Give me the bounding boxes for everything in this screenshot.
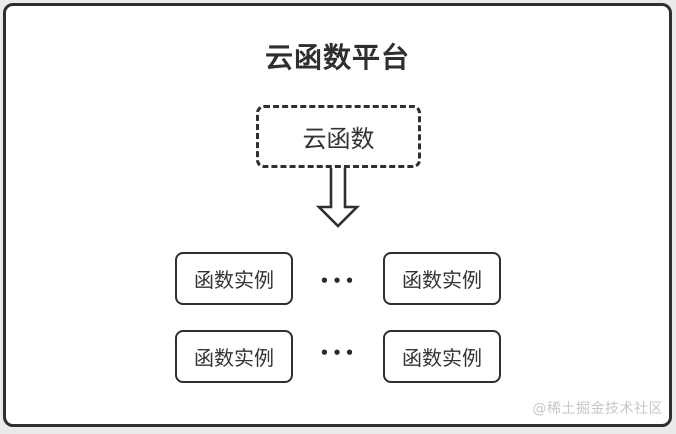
instance-label: 函数实例	[194, 268, 274, 292]
ellipsis-dots: •••	[319, 272, 358, 290]
instance-box: 函数实例	[383, 330, 501, 383]
down-arrow-icon	[316, 165, 360, 228]
instance-label: 函数实例	[402, 268, 482, 292]
cloud-function-box: 云函数	[256, 105, 421, 168]
instance-label: 函数实例	[194, 346, 274, 370]
instance-box: 函数实例	[175, 252, 293, 305]
instance-box: 函数实例	[175, 330, 293, 383]
instance-box: 函数实例	[383, 252, 501, 305]
ellipsis-dots: •••	[319, 344, 358, 362]
watermark: @稀土掘金技术社区	[532, 401, 663, 417]
platform-frame: 云函数平台 云函数 函数实例 ••• 函数实例 函数实例 ••• 函数实例 @稀…	[3, 3, 672, 427]
diagram-title: 云函数平台	[264, 41, 410, 74]
cloud-function-label: 云函数	[302, 125, 375, 153]
instance-label: 函数实例	[402, 346, 482, 370]
